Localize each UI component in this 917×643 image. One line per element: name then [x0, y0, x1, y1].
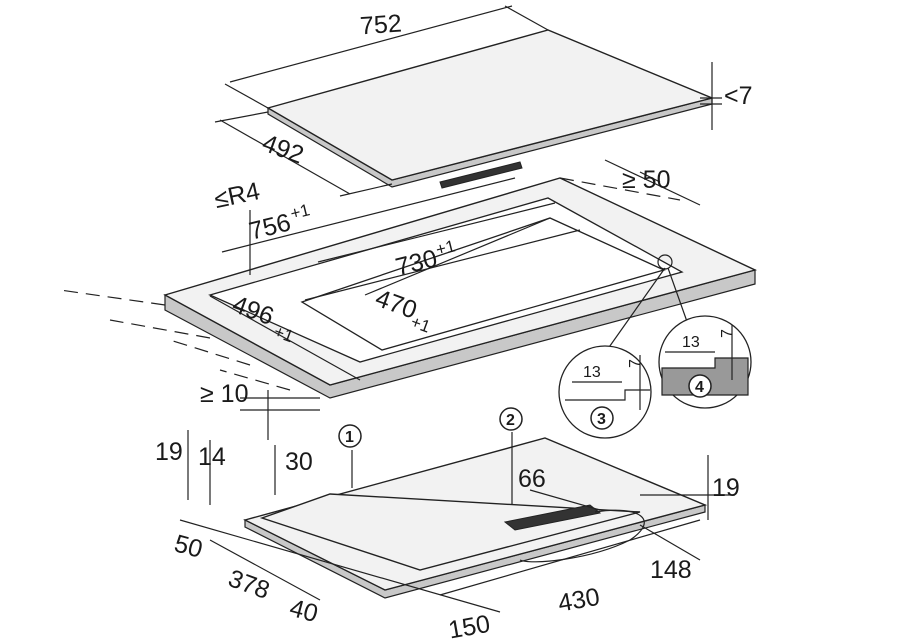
- detail-3: 3 13 7: [558, 345, 652, 439]
- dim-19-right: 19: [712, 474, 740, 502]
- callout-1-number: 1: [345, 429, 354, 446]
- outer-width-label: 756: [246, 208, 293, 245]
- dim-150: 150: [446, 610, 492, 643]
- callout-2: 2: [499, 407, 523, 431]
- detail-4-number: 4: [695, 379, 704, 396]
- corner-radius-label: ≤R4: [212, 177, 263, 214]
- hob-thickness-label: <7: [724, 82, 753, 110]
- callout-1: 1: [338, 424, 362, 448]
- dimension-lines-cutout: [59, 159, 701, 440]
- dim-66: 66: [518, 465, 546, 493]
- hob-width-label: 752: [359, 10, 403, 41]
- back-clearance-label: ≥ 50: [622, 166, 670, 194]
- dim-148: 148: [650, 556, 692, 584]
- inner-width-tolerance: +1: [434, 236, 457, 259]
- dimension-lines-bottom: [179, 430, 735, 613]
- dim-14: 14: [198, 443, 226, 471]
- detail-4: 4 13 7: [658, 315, 752, 409]
- dimension-lines-top: [214, 5, 722, 197]
- dim-50: 50: [171, 530, 205, 564]
- outer-width-dim: 756 +1: [246, 200, 311, 245]
- dim-19-left: 19: [155, 438, 183, 466]
- hob-underside: [243, 437, 708, 599]
- countertop: [163, 177, 758, 399]
- detail-3-number: 3: [597, 411, 606, 428]
- callout-2-number: 2: [506, 412, 515, 429]
- dim-30: 30: [285, 448, 313, 476]
- outer-width-tolerance: +1: [288, 200, 311, 223]
- hob-depth-label: 492: [259, 129, 308, 170]
- detail-4-width: 13: [682, 334, 700, 351]
- dim-430: 430: [556, 583, 602, 618]
- detail-4-depth: 7: [719, 329, 736, 338]
- detail-3-width: 13: [583, 364, 601, 381]
- dim-40: 40: [287, 594, 321, 628]
- detail-3-depth: 7: [627, 359, 644, 368]
- front-clearance-label: ≥ 10: [200, 380, 248, 408]
